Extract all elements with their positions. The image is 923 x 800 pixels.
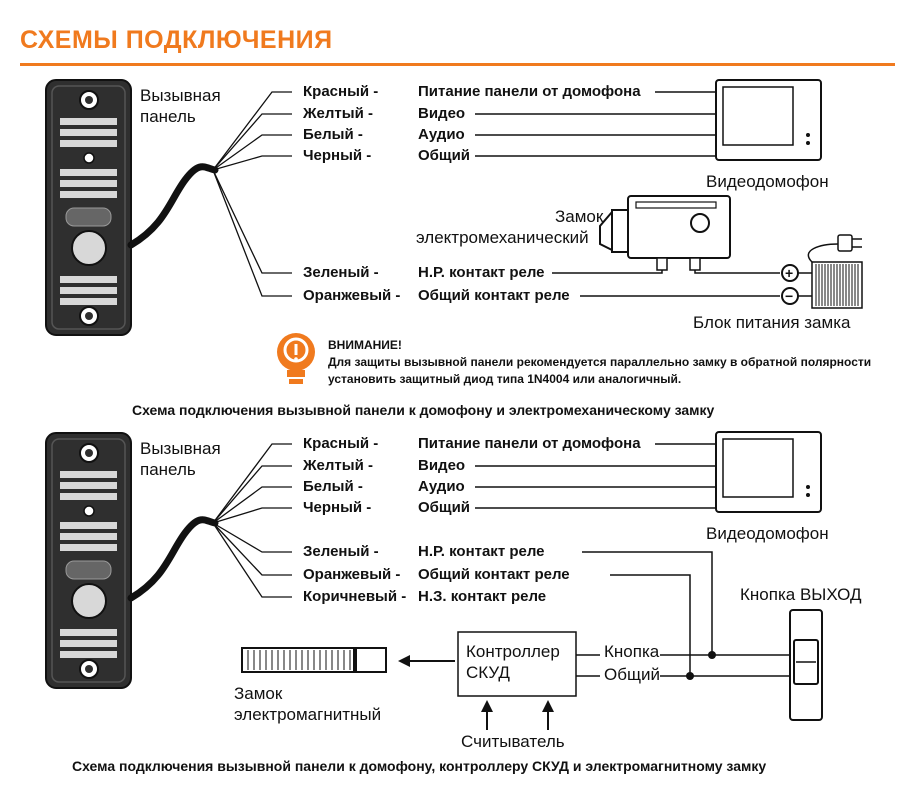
wire-fan: [212, 91, 292, 297]
relay-lines-2: [582, 551, 790, 677]
wire-label-red: Красный -: [303, 83, 379, 100]
function-label: Общий контакт реле: [418, 566, 570, 583]
relay-lines: [552, 270, 780, 297]
controller-button-terminal: Кнопка: [604, 642, 660, 661]
junction-dot: [708, 651, 716, 659]
panel-label: панель: [140, 460, 196, 479]
function-label: Общий: [418, 147, 471, 164]
panel-label: панель: [140, 107, 196, 126]
wire-label-orange: Оранжевый -: [303, 287, 401, 304]
lightbulb-warning-icon: [277, 333, 315, 384]
access-controller-box: [457, 631, 577, 697]
warning-title: ВНИМАНИЕ!: [328, 338, 402, 352]
reader-label: Считыватель: [461, 732, 565, 751]
function-label: Аудио: [418, 478, 465, 495]
function-label: Н.З. контакт реле: [418, 588, 547, 605]
psu-label: Блок питания замка: [693, 313, 851, 332]
reader-arrows-icon: [481, 700, 554, 730]
controller-label: Контроллер: [466, 642, 560, 661]
wire-label-white: Белый -: [303, 478, 363, 495]
controller-common-terminal: Общий: [604, 665, 660, 684]
function-label: Питание панели от домофона: [418, 83, 641, 100]
intercom-label: Видеодомофон: [706, 524, 829, 543]
wire-label-green: Зеленый -: [303, 264, 379, 281]
function-label: Видео: [418, 105, 466, 122]
function-label: Аудио: [418, 126, 465, 143]
call-panel-icon-2: [45, 432, 132, 689]
diagram1-caption: Схема подключения вызывной панели к домо…: [132, 402, 715, 418]
title-rule: [20, 63, 895, 66]
wire-label-red: Красный -: [303, 435, 379, 452]
psu-minus: −: [785, 288, 794, 304]
junction-dot: [686, 672, 694, 680]
wire-label-black: Черный -: [303, 147, 372, 164]
controller-label: СКУД: [466, 663, 510, 682]
function-label: Общий контакт реле: [418, 287, 570, 304]
intercom-label: Видеодомофон: [706, 172, 829, 191]
intercom-lines: [475, 91, 716, 157]
function-label: Н.Р. контакт реле: [418, 543, 545, 560]
panel-cable-2: [127, 516, 219, 602]
exit-button-icon: [789, 609, 823, 721]
wire-label-yellow: Желтый -: [303, 105, 373, 122]
wire-label-green: Зеленый -: [303, 543, 379, 560]
exit-button-label: Кнопка ВЫХОД: [740, 585, 862, 604]
function-label: Общий: [418, 499, 471, 516]
electromagnetic-lock-icon: [241, 647, 387, 673]
function-label: Н.Р. контакт реле: [418, 264, 545, 281]
call-panel-icon: [45, 79, 132, 336]
lock-label: Замок: [555, 207, 604, 226]
wire-label-black: Черный -: [303, 499, 372, 516]
electromechanical-lock-icon: [599, 195, 731, 271]
function-label: Питание панели от домофона: [418, 435, 641, 452]
panel-label: Вызывная: [140, 439, 221, 458]
wire-label-white: Белый -: [303, 126, 363, 143]
wire-label-brown: Коричневый -: [303, 588, 407, 605]
function-label: Видео: [418, 457, 466, 474]
wire-label-orange: Оранжевый -: [303, 566, 401, 583]
magnetic-lock-label: Замок: [234, 684, 283, 703]
wire-fan-2: [212, 443, 292, 598]
warning-text: Для защиты вызывной панели рекомендуется…: [328, 355, 872, 386]
wire-label-yellow: Желтый -: [303, 457, 373, 474]
panel-cable: [127, 163, 219, 249]
panel-label: Вызывная: [140, 86, 221, 105]
video-intercom-icon: [715, 79, 822, 161]
video-intercom-icon-2: [715, 431, 822, 513]
lock-label: электромеханический: [416, 228, 589, 247]
lock-power-supply-icon: [781, 234, 863, 309]
intercom-lines-2: [475, 443, 716, 509]
page-title: СХЕМЫ ПОДКЛЮЧЕНИЯ: [20, 26, 333, 54]
magnetic-lock-label: электромагнитный: [234, 705, 382, 724]
psu-plus: +: [785, 265, 794, 281]
diagram2-caption: Схема подключения вызывной панели к домо…: [72, 758, 767, 774]
arrow-left-icon: [398, 655, 455, 667]
